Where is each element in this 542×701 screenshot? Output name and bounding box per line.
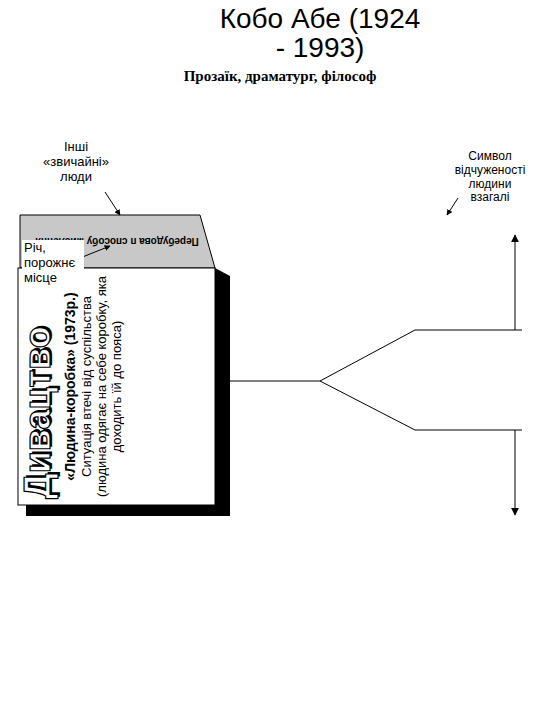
branch-line (320, 381, 515, 515)
face-frame: Дивацтво «Людина-коробка» (1973р.)Ситуаці… (18, 268, 215, 505)
title: Кобо Абе (1924 - 1993) (215, 4, 425, 63)
cube-front: Дивацтво «Людина-коробка» (1973р.)Ситуаці… (18, 268, 215, 505)
callout-note: Інші «звичайні» люди (34, 140, 118, 185)
work-description: Ситуація втечі від суспільства (людина о… (80, 274, 125, 499)
callout-note: Річ, порожнє місце (22, 240, 84, 287)
cube-front-face (18, 268, 215, 505)
leader-arrow (80, 246, 110, 258)
leader-arrow (447, 198, 458, 215)
branch-line (230, 235, 515, 381)
callout-note: Символ відчуженості людини взагалі (448, 150, 532, 205)
branch-tick (515, 330, 522, 331)
subtitle: Прозаїк, драматург, філософ (140, 68, 420, 85)
branch-tick (515, 430, 522, 431)
leader-arrow (105, 192, 120, 215)
face-heading: Дивацтво (20, 274, 56, 499)
work-title: «Людина-коробка» (1973р.) (62, 274, 78, 499)
